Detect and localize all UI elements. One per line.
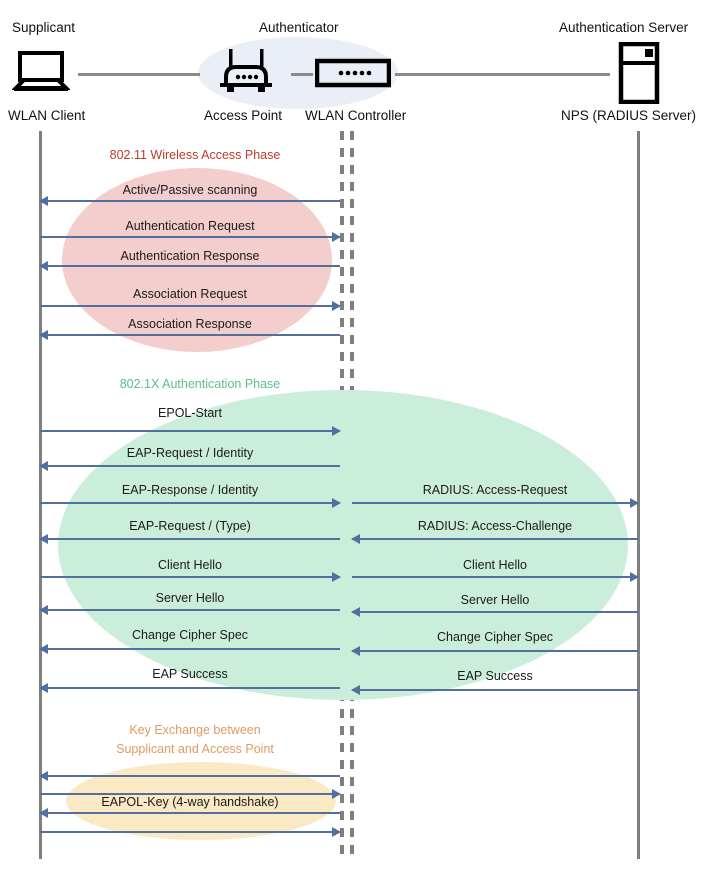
arrow-head-icon	[39, 261, 48, 271]
lifeline-supplicant	[39, 131, 42, 859]
message-label: Change Cipher Spec	[131, 628, 249, 642]
message-label: Authentication Request	[125, 219, 255, 233]
arrow-head-icon	[39, 644, 48, 654]
message-arrow	[39, 808, 340, 818]
arrow-head-icon	[332, 572, 341, 582]
message-label: EAP-Request / Identity	[126, 446, 254, 460]
message-label: Client Hello	[463, 558, 527, 572]
wlan-controller-icon	[315, 58, 391, 88]
message-arrow	[39, 534, 340, 544]
arrow-head-icon	[630, 498, 639, 508]
message-arrow	[39, 461, 340, 471]
phase-blob-80211	[62, 168, 332, 352]
arrow-head-icon	[332, 789, 341, 799]
phase-label-key-exchange: Key Exchange between Supplicant and Acce…	[116, 723, 274, 756]
message-arrow	[352, 498, 639, 508]
message-label: Active/Passive scanning	[122, 183, 258, 197]
message-arrow	[39, 771, 340, 781]
message-label: Authentication Response	[120, 249, 260, 263]
arrow-head-icon	[332, 301, 341, 311]
server-icon	[618, 42, 660, 104]
actor-role-authenticator: Authenticator	[259, 20, 339, 35]
laptop-icon	[12, 51, 70, 91]
message-arrow	[40, 301, 341, 311]
actor-device-access-point: Access Point	[204, 108, 283, 123]
message-label: EAP Success	[152, 667, 228, 681]
message-arrow	[39, 644, 340, 654]
message-label: Client Hello	[158, 558, 222, 572]
phase-blob-8021x	[58, 390, 628, 700]
message-label: EAP-Response / Identity	[121, 483, 259, 497]
message-arrow	[40, 572, 341, 582]
message-arrow	[40, 827, 341, 837]
message-label: Association Response	[128, 317, 252, 331]
message-arrow	[351, 685, 638, 695]
message-arrow	[39, 196, 340, 206]
arrow-head-icon	[351, 646, 360, 656]
message-arrow	[39, 683, 340, 693]
arrow-head-icon	[39, 461, 48, 471]
arrow-head-icon	[332, 827, 341, 837]
message-arrow	[39, 330, 340, 340]
arrow-head-icon	[39, 771, 48, 781]
message-arrow	[39, 605, 340, 615]
message-arrow	[39, 261, 340, 271]
message-arrow	[351, 646, 638, 656]
arrow-head-icon	[351, 534, 360, 544]
message-label: Server Hello	[460, 593, 530, 607]
message-arrow	[351, 534, 638, 544]
arrow-head-icon	[351, 607, 360, 617]
arrow-head-icon	[39, 605, 48, 615]
arrow-head-icon	[332, 232, 341, 242]
message-arrow	[40, 232, 341, 242]
phase-label-8021x: 802.1X Authentication Phase	[119, 377, 281, 391]
message-arrow	[40, 426, 341, 436]
link-controller-to-server	[395, 73, 610, 76]
arrow-head-icon	[39, 330, 48, 340]
arrow-head-icon	[39, 808, 48, 818]
actor-device-wlan-controller: WLAN Controller	[305, 108, 407, 123]
arrow-head-icon	[39, 534, 48, 544]
message-arrow	[40, 789, 341, 799]
actor-device-wlan-client: WLAN Client	[8, 108, 86, 123]
message-arrow	[40, 498, 341, 508]
phase-label-80211: 802.11 Wireless Access Phase	[109, 148, 281, 162]
message-label: EPOL-Start	[158, 406, 222, 420]
actor-device-nps: NPS (RADIUS Server)	[561, 108, 697, 123]
arrow-head-icon	[332, 426, 341, 436]
message-label: RADIUS: Access-Challenge	[417, 519, 573, 533]
actor-role-supplicant: Supplicant	[12, 20, 76, 35]
message-arrow	[351, 607, 638, 617]
message-label: Server Hello	[155, 591, 225, 605]
message-label: EAPOL-Key (4-way handshake)	[101, 795, 279, 809]
message-label: EAP-Request / (Type)	[129, 519, 251, 533]
actor-role-authentication-server: Authentication Server	[559, 20, 689, 35]
link-ap-to-controller	[291, 73, 313, 76]
link-client-to-ap	[78, 73, 200, 76]
arrow-head-icon	[332, 498, 341, 508]
lifeline-authentication-server	[637, 131, 640, 859]
arrow-head-icon	[39, 196, 48, 206]
access-point-icon	[220, 49, 272, 92]
message-arrow	[352, 572, 639, 582]
message-label: EAP Success	[457, 669, 533, 683]
message-label: Association Request	[133, 287, 247, 301]
arrow-head-icon	[39, 683, 48, 693]
message-label: Change Cipher Spec	[436, 630, 554, 644]
arrow-head-icon	[351, 685, 360, 695]
message-label: RADIUS: Access-Request	[422, 483, 568, 497]
arrow-head-icon	[630, 572, 639, 582]
